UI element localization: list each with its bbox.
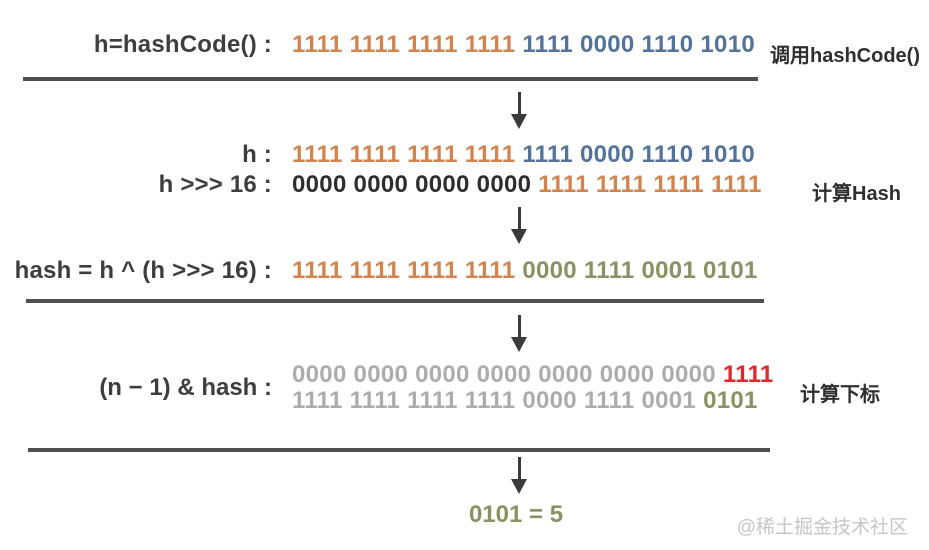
down-arrow-icon — [505, 207, 533, 244]
separator-line-1 — [23, 77, 758, 81]
arrow-head — [511, 337, 527, 352]
hash-value-low-bits: 0101 — [703, 387, 758, 414]
arrow-head — [511, 114, 527, 129]
hash-xor-row: hash = h ^ (h >>> 16) : 1111 1111 1111 1… — [0, 257, 758, 285]
h-shift-binary: 0000 0000 0000 0000 1111 1111 1111 1111 — [292, 171, 762, 199]
separator-line-2 — [26, 299, 764, 303]
down-arrow-icon — [505, 92, 533, 129]
arrow-stem — [517, 457, 521, 479]
n-minus-1-high-bits: 0000 0000 0000 0000 0000 0000 0000 — [292, 361, 716, 388]
hash-xor-binary: 1111 1111 1111 1111 0000 1111 0001 0101 — [292, 257, 758, 285]
h-label: h : — [242, 141, 272, 168]
n-minus-1-mask-bits: 1111 — [722, 361, 774, 388]
down-arrow-icon — [505, 315, 533, 352]
separator-line-3 — [28, 448, 770, 452]
watermark-text: @稀土掘金技术社区 — [736, 517, 908, 538]
h-high16-bits: 1111 1111 1111 1111 — [292, 141, 516, 168]
n-minus-1-binary: 0000 0000 0000 0000 0000 0000 0000 1111 — [292, 362, 774, 388]
hashcode-low16-bits: 1111 0000 1110 1010 — [522, 31, 756, 58]
hash-value-high-bits: 1111 1111 1111 1111 0000 1111 0001 — [292, 387, 697, 414]
h-shift-high16-bits: 0000 0000 0000 0000 — [292, 171, 532, 198]
index-calc-binaries: 0000 0000 0000 0000 0000 0000 0000 1111 … — [292, 362, 774, 414]
arrow-head — [511, 479, 527, 494]
call-hashcode-label: 调用hashCode() — [770, 45, 920, 67]
arrow-stem — [517, 92, 521, 114]
index-calc-label: (n − 1) & hash : — [99, 374, 272, 401]
h-row: h : 1111 1111 1111 1111 1111 0000 1110 1… — [0, 141, 755, 169]
hashcode-binary: 1111 1111 1111 1111 1111 0000 1110 1010 — [292, 31, 755, 59]
h-shift-row: h >>> 16 : 0000 0000 0000 0000 1111 1111… — [0, 171, 762, 199]
arrow-head — [511, 229, 527, 244]
h-shift-label: h >>> 16 : — [158, 171, 272, 198]
hash-low16-bits: 0000 1111 0001 0101 — [522, 257, 758, 284]
hashcode-row: h=hashCode() : 1111 1111 1111 1111 1111 … — [0, 31, 755, 59]
h-shift-low16-bits: 1111 1111 1111 1111 — [538, 171, 762, 198]
hash-xor-label: hash = h ^ (h >>> 16) : — [14, 257, 272, 284]
compute-index-label: 计算下标 — [800, 384, 880, 406]
compute-hash-label: 计算Hash — [812, 183, 901, 205]
h-binary: 1111 1111 1111 1111 1111 0000 1110 1010 — [292, 141, 755, 169]
arrow-stem — [517, 207, 521, 229]
result-value: 0101 = 5 — [468, 501, 564, 528]
index-calc-row: (n − 1) & hash : 0000 0000 0000 0000 000… — [0, 362, 774, 414]
down-arrow-icon — [505, 457, 533, 494]
hash-value-binary: 1111 1111 1111 1111 0000 1111 0001 0101 — [292, 388, 774, 414]
hashcode-high16-bits: 1111 1111 1111 1111 — [292, 31, 516, 58]
hash-high16-bits: 1111 1111 1111 1111 — [292, 257, 516, 284]
h-low16-bits: 1111 0000 1110 1010 — [522, 141, 756, 168]
hashcode-label: h=hashCode() : — [93, 31, 272, 58]
arrow-stem — [517, 315, 521, 337]
